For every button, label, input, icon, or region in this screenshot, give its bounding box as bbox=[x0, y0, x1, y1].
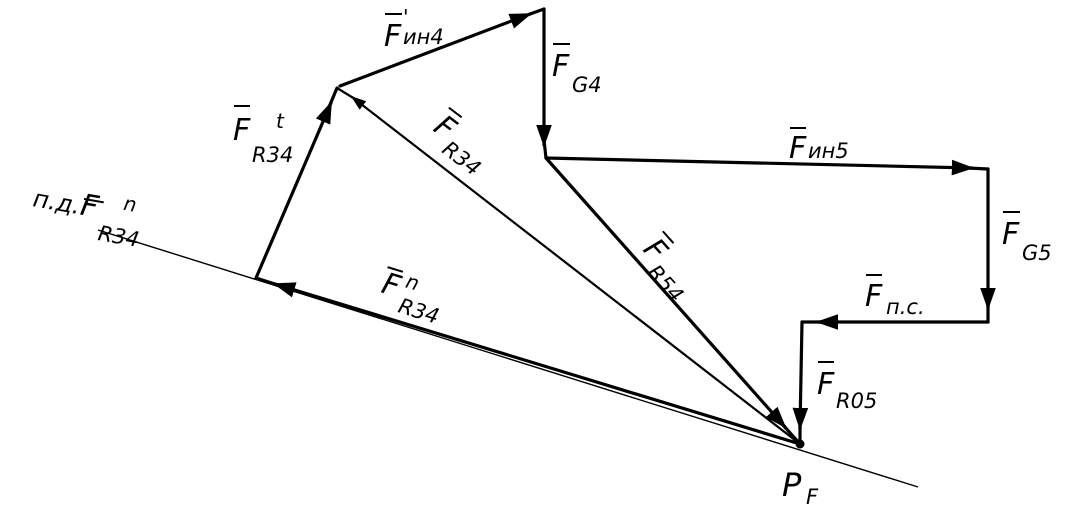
label-main: F bbox=[384, 19, 402, 54]
vector-f-r34-tip bbox=[335, 86, 357, 101]
vector-f-r54 bbox=[544, 156, 787, 429]
label-f-in5: F ин5 bbox=[789, 127, 849, 166]
label-f-g4: F G4 bbox=[552, 43, 602, 97]
vector-f-in4 bbox=[338, 12, 533, 88]
vector-f-in4-tip bbox=[528, 7, 546, 16]
label-sup: t bbox=[276, 109, 285, 133]
vector-f-in5-tip bbox=[966, 166, 990, 171]
label-sub: G5 bbox=[1022, 241, 1052, 265]
label-main: P bbox=[782, 466, 802, 504]
label-sub: R05 bbox=[836, 389, 877, 413]
label-sup: n bbox=[122, 191, 139, 217]
label-f-r54: F R54 bbox=[636, 230, 688, 307]
vector-f-r34-normal bbox=[272, 282, 802, 446]
label-f-g5: F G5 bbox=[1002, 211, 1052, 265]
label-f-pc: F п.с. bbox=[865, 274, 925, 319]
vector-f-r34-tangent bbox=[254, 100, 333, 280]
vector-f-r34-tangent-tip bbox=[327, 86, 339, 109]
overbar bbox=[387, 266, 404, 273]
label-pole: P F bbox=[782, 466, 819, 509]
label-f-r05: F R05 bbox=[817, 361, 877, 413]
overbar bbox=[662, 230, 675, 244]
pole-point bbox=[795, 439, 805, 449]
label-sup: n bbox=[403, 269, 422, 296]
label-sub: п.с. bbox=[886, 295, 925, 319]
label-sub: R34 bbox=[96, 221, 141, 252]
vector-f-r34 bbox=[350, 95, 802, 446]
label-sub: F bbox=[806, 485, 819, 509]
label-prefix: п.д. bbox=[31, 184, 83, 220]
label-main: F bbox=[233, 113, 251, 148]
normal-direction-line bbox=[97, 229, 919, 488]
label-main: F bbox=[78, 188, 102, 226]
label-main: F bbox=[1002, 217, 1020, 252]
label-sup: ' bbox=[403, 5, 409, 29]
label-main: F bbox=[552, 49, 570, 84]
vector-f-r34-normal-tip bbox=[254, 276, 280, 287]
vector-f-r05 bbox=[792, 320, 809, 431]
overbar bbox=[83, 197, 104, 204]
label-f-r34-tangent: F t R34 bbox=[233, 105, 293, 167]
label-normal-direction-line: п.д. F n R34 bbox=[31, 184, 141, 252]
overbar bbox=[448, 106, 463, 119]
label-sub: R34 bbox=[252, 143, 293, 167]
label-sub: R34 bbox=[438, 136, 485, 180]
label-main: F bbox=[789, 131, 807, 166]
label-sub: ин5 bbox=[808, 139, 849, 163]
label-f-in4: F ' ин4 bbox=[384, 5, 444, 54]
vector-f-g4-tail bbox=[542, 138, 548, 160]
label-sub: R54 bbox=[643, 260, 688, 307]
label-sub: G4 bbox=[572, 73, 602, 97]
label-main: F bbox=[865, 279, 883, 314]
label-f-r34: F R34 bbox=[427, 106, 485, 180]
vector-f-in5 bbox=[544, 156, 975, 176]
label-sub: ин4 bbox=[403, 25, 444, 49]
label-main: F bbox=[817, 367, 835, 402]
